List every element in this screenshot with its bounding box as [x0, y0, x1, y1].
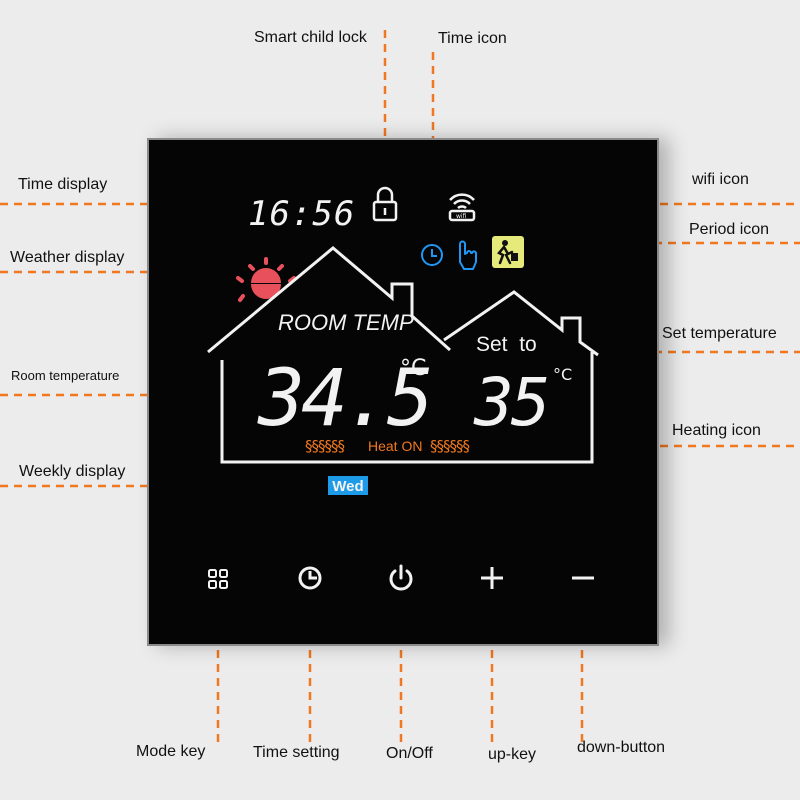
house-outline — [207, 246, 599, 464]
label-time-display: Time display — [18, 176, 108, 193]
time-display: 16:56 — [248, 194, 355, 234]
wifi-icon — [448, 193, 476, 222]
set-temperature-value: 35 — [473, 364, 547, 441]
mode-grid-icon[interactable] — [208, 569, 228, 589]
label-heating-icon: Heating icon — [672, 422, 761, 439]
set-temperature-unit: °C — [553, 365, 572, 384]
room-temperature-unit: °C — [400, 356, 426, 381]
time-setting-icon[interactable] — [298, 566, 322, 590]
set-to-label: Set to — [476, 333, 537, 356]
clock-icon — [421, 244, 443, 266]
lock-icon — [372, 186, 398, 222]
label-weather-display: Weather display — [10, 249, 125, 266]
weekday-badge — [328, 476, 368, 495]
label-set-temperature: Set temperature — [662, 325, 777, 342]
room-temperature-value: 34.5 — [257, 354, 430, 444]
heat-waves-left: §§§§§§ — [305, 437, 345, 455]
heat-status: Heat ON — [368, 438, 422, 454]
label-smart-child-lock: Smart child lock — [254, 29, 367, 46]
wifi-caption: wifi — [456, 213, 467, 220]
label-period-icon: Period icon — [689, 221, 770, 238]
room-temp-label: ROOM TEMP — [278, 310, 414, 335]
label-time-icon: Time icon — [438, 30, 507, 47]
label-wifi-icon: wifi icon — [692, 171, 749, 188]
thermostat-panel — [147, 138, 659, 646]
label-weekly-display: Weekly display — [19, 463, 126, 480]
label-time-setting: Time setting — [253, 744, 340, 761]
label-on-off: On/Off — [386, 745, 433, 762]
label-down-button: down-button — [577, 739, 666, 756]
power-icon[interactable] — [389, 564, 413, 591]
label-up-key: up-key — [488, 746, 537, 763]
sun-icon — [236, 257, 296, 305]
plus-icon[interactable] — [481, 567, 503, 589]
period-person-icon — [492, 236, 524, 268]
hand-touch-icon — [459, 240, 478, 270]
label-mode-key: Mode key — [136, 743, 206, 760]
label-room-temperature: Room temperature — [11, 368, 120, 383]
weekday-text: Wed — [332, 478, 363, 495]
heat-waves-right: §§§§§§ — [430, 437, 470, 455]
